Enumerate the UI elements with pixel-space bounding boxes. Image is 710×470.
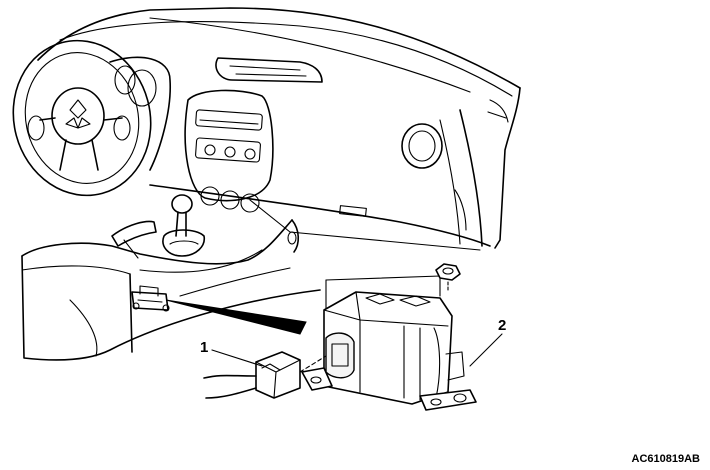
callout-leader-1 xyxy=(211,349,263,367)
control-unit xyxy=(301,275,477,411)
center-console xyxy=(184,89,274,213)
mounting-bracket xyxy=(131,285,170,312)
figure-id: AC610819AB xyxy=(632,453,701,465)
callout-leader-2 xyxy=(469,333,503,367)
callout-label-2: 2 xyxy=(498,317,506,334)
dashboard xyxy=(37,7,521,251)
location-pointer xyxy=(165,299,307,335)
nut xyxy=(435,263,461,291)
instrument-cluster xyxy=(109,56,171,171)
floor-console xyxy=(21,219,321,361)
steering-wheel xyxy=(12,39,152,197)
gear-shift xyxy=(111,194,206,259)
callout-2: 2 xyxy=(469,317,506,367)
harness-connector xyxy=(203,351,327,399)
callout-1: 1 xyxy=(200,339,263,367)
callout-label-1: 1 xyxy=(200,339,208,356)
